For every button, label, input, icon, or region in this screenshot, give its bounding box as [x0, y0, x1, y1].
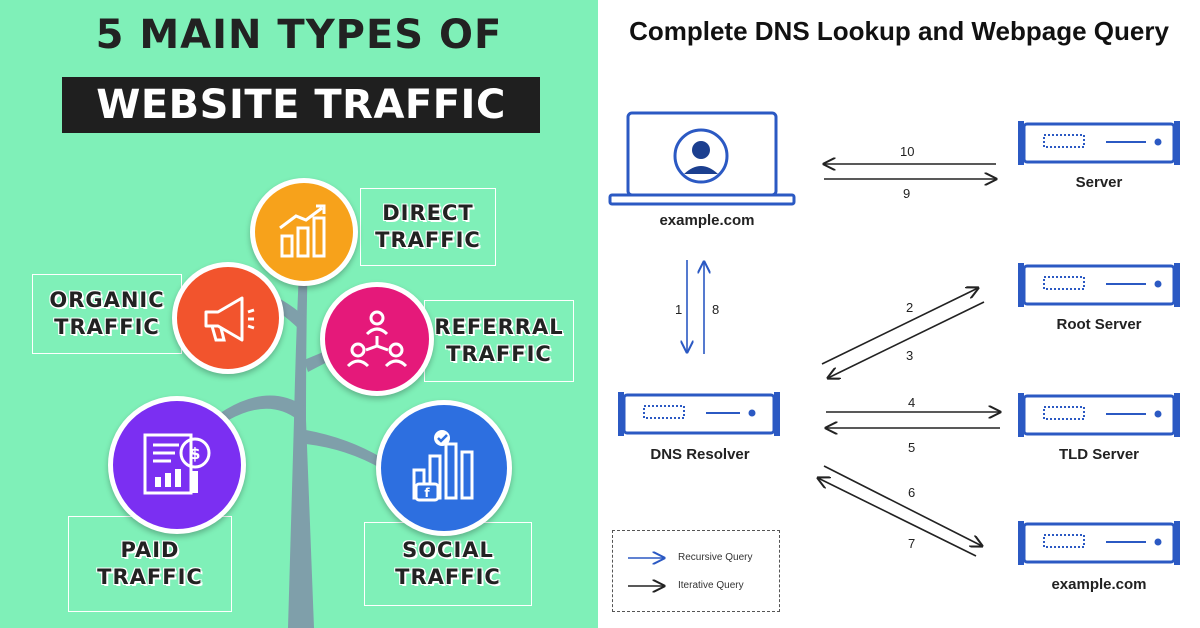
legend-iterative-label: Iterative Query — [678, 580, 744, 591]
referral-traffic-circle — [320, 282, 434, 396]
paid-label-line2: TRAFFIC — [97, 565, 203, 589]
referral-traffic-label: REFERRAL TRAFFIC — [424, 300, 574, 382]
dns-lookup-diagram: Complete DNS Lookup and Webpage Query — [598, 0, 1200, 628]
tree-branch-lower-left — [196, 395, 304, 440]
step-8-label: 8 — [712, 302, 720, 317]
svg-text:$: $ — [189, 444, 200, 463]
referral-label-line2: TRAFFIC — [446, 342, 552, 366]
dns-resolver-label: DNS Resolver — [650, 446, 750, 463]
paid-traffic-label: PAID TRAFFIC — [68, 516, 232, 612]
paid-report-icon: $ — [143, 433, 211, 495]
arrow-step-2 — [821, 288, 978, 365]
client-label: example.com — [659, 212, 755, 229]
legend-box — [612, 530, 780, 612]
svg-text:f: f — [424, 486, 430, 500]
step-6-label: 6 — [908, 485, 916, 500]
step-3-label: 3 — [906, 348, 914, 363]
diagram-graphics — [608, 111, 1180, 628]
tld-server-label: TLD Server — [1058, 446, 1140, 463]
organic-label-line1: ORGANIC — [49, 288, 165, 312]
step-1-label: 1 — [675, 302, 683, 317]
direct-traffic-label: DIRECT TRAFFIC — [360, 188, 496, 266]
organic-label-line2: TRAFFIC — [54, 315, 160, 339]
step-10-label: 10 — [900, 144, 915, 159]
direct-label-line1: DIRECT — [382, 201, 474, 225]
paid-traffic-circle: $ — [108, 396, 246, 534]
direct-label-line2: TRAFFIC — [375, 228, 481, 252]
infographic-title-line1: 5 MAIN TYPES OF — [95, 12, 503, 58]
social-label-line2: TRAFFIC — [395, 565, 501, 589]
arrow-step-7 — [818, 478, 977, 557]
referral-network-icon — [346, 310, 408, 368]
step-7-label: 7 — [908, 536, 916, 551]
organic-traffic-label: ORGANIC TRAFFIC — [32, 274, 182, 354]
referral-label-line1: REFERRAL — [434, 315, 564, 339]
tree-trunk — [288, 250, 314, 628]
social-traffic-circle: f — [376, 400, 512, 536]
arrow-step-6 — [823, 465, 982, 546]
authoritative-server-label: example.com — [1051, 576, 1147, 593]
arrow-step-3 — [828, 301, 985, 378]
web-server-label: Server — [1075, 174, 1123, 191]
social-media-chart-icon: f — [412, 430, 474, 502]
infographic-title-band: WEBSITE TRAFFIC — [62, 77, 540, 133]
direct-traffic-circle — [250, 178, 358, 286]
step-4-label: 4 — [908, 395, 916, 410]
step-9-label: 9 — [903, 186, 911, 201]
diagram-title: Complete DNS Lookup and Webpage Query — [629, 16, 1169, 46]
infographic-title-line2: WEBSITE TRAFFIC — [96, 82, 506, 128]
legend-recursive-label: Recursive Query — [678, 552, 753, 563]
web-server-icon — [1018, 121, 1180, 165]
laptop-icon — [608, 111, 796, 206]
social-label-line1: SOCIAL — [402, 538, 494, 562]
step-2-label: 2 — [906, 300, 914, 315]
dns-resolver-icon — [618, 392, 780, 436]
megaphone-icon — [204, 296, 255, 342]
root-server-icon — [1018, 263, 1180, 307]
organic-traffic-circle — [172, 262, 284, 374]
tld-server-icon — [1018, 393, 1180, 437]
paid-label-line1: PAID — [120, 538, 180, 562]
website-traffic-infographic: 5 MAIN TYPES OF WEBSITE TRAFFIC DIRECT T… — [0, 0, 598, 628]
tree-branch-lower-right — [306, 430, 400, 478]
authoritative-server-icon — [1018, 521, 1180, 565]
growth-chart-icon — [279, 204, 326, 258]
root-server-label: Root Server — [1056, 316, 1142, 333]
step-5-label: 5 — [908, 440, 916, 455]
